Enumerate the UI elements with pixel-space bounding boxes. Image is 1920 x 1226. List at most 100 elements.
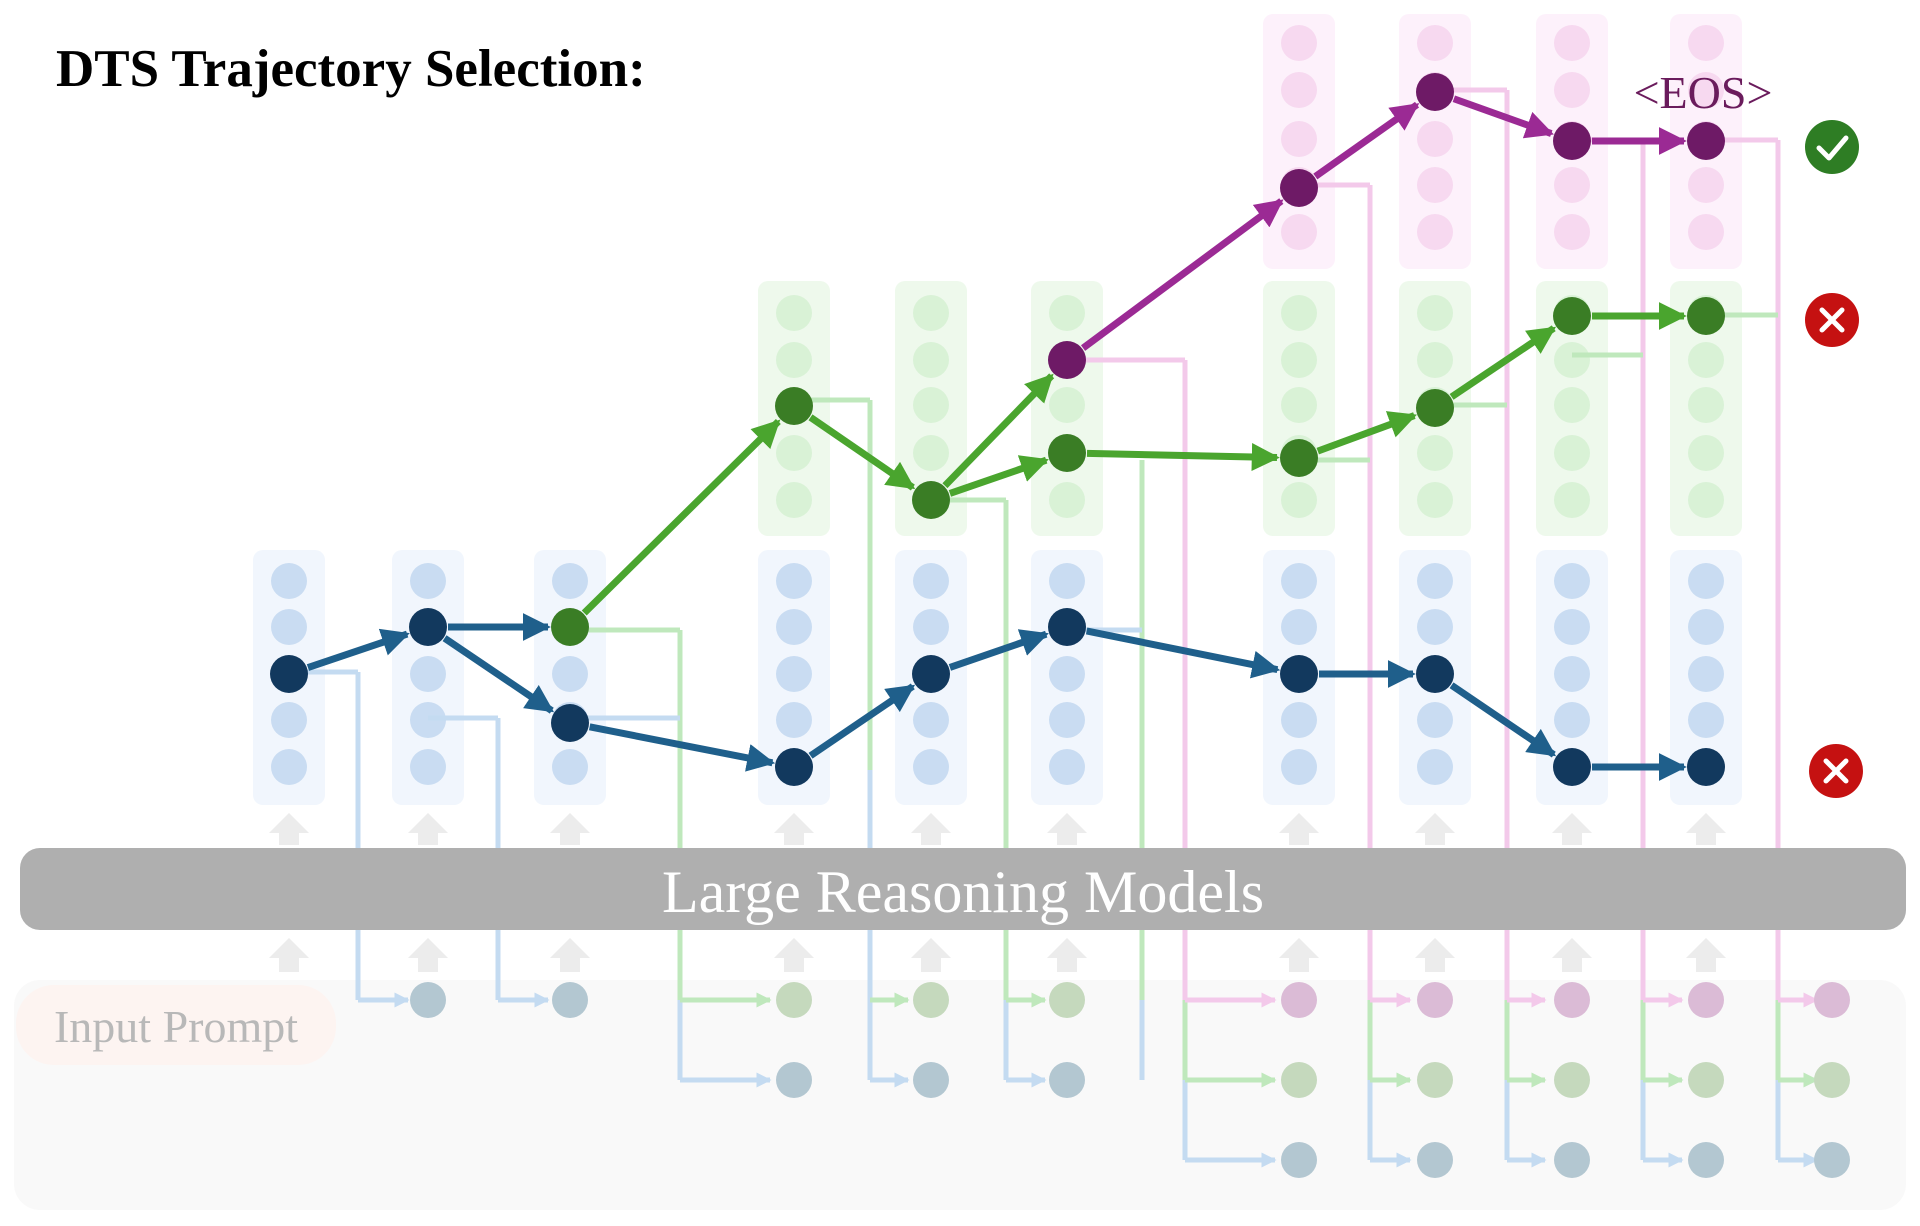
- token-node: [1554, 167, 1590, 203]
- trajectory-edge: [1080, 198, 1284, 351]
- token-node: [1281, 563, 1317, 599]
- up-arrow: [1279, 938, 1319, 972]
- trajectory-node: [775, 748, 813, 786]
- input-node: [1281, 1062, 1317, 1098]
- trajectory-node: [912, 655, 950, 693]
- input-node: [913, 1062, 949, 1098]
- token-node: [1688, 387, 1724, 423]
- input-node: [1688, 982, 1724, 1018]
- trajectory-node: [912, 481, 950, 519]
- token-node: [1417, 749, 1453, 785]
- up-arrow: [1279, 813, 1319, 845]
- token-node: [1688, 435, 1724, 471]
- token-node: [1049, 656, 1085, 692]
- up-arrow: [774, 813, 814, 845]
- input-node: [1554, 982, 1590, 1018]
- token-node: [1281, 749, 1317, 785]
- trajectory-node: [1048, 341, 1086, 379]
- token-node: [1281, 609, 1317, 645]
- input-node: [1281, 982, 1317, 1018]
- input-node: [1554, 1142, 1590, 1178]
- trajectory-node: [1416, 73, 1454, 111]
- input-node: [1554, 1062, 1590, 1098]
- token-node: [1417, 214, 1453, 250]
- trajectory-node: [551, 608, 589, 646]
- trajectory-node: [551, 704, 589, 742]
- token-node: [776, 609, 812, 645]
- token-node: [1417, 609, 1453, 645]
- token-node: [552, 563, 588, 599]
- up-arrow: [408, 938, 448, 972]
- up-arrow: [1047, 813, 1087, 845]
- token-node: [913, 387, 949, 423]
- token-node: [1688, 214, 1724, 250]
- input-node: [1417, 982, 1453, 1018]
- token-node: [1554, 609, 1590, 645]
- token-node: [1554, 656, 1590, 692]
- token-node: [776, 435, 812, 471]
- input-node: [1049, 982, 1085, 1018]
- input-node: [552, 982, 588, 1018]
- up-arrow: [1415, 813, 1455, 845]
- token-node: [1417, 167, 1453, 203]
- input-node: [1814, 1062, 1850, 1098]
- trajectory-node: [1416, 655, 1454, 693]
- up-arrow: [1415, 938, 1455, 972]
- token-node: [776, 702, 812, 738]
- token-node: [410, 563, 446, 599]
- token-node: [1554, 72, 1590, 108]
- up-arrow: [911, 813, 951, 845]
- trajectory-node: [775, 387, 813, 425]
- input-node: [776, 982, 812, 1018]
- token-node: [1417, 435, 1453, 471]
- token-node: [1554, 482, 1590, 518]
- token-node: [1688, 342, 1724, 378]
- up-arrow: [269, 938, 309, 972]
- model-bar: [20, 848, 1906, 930]
- token-node: [271, 609, 307, 645]
- token-node: [1281, 214, 1317, 250]
- trajectory-node: [1280, 169, 1318, 207]
- input-node: [410, 982, 446, 1018]
- up-arrow: [1552, 813, 1592, 845]
- token-node: [1049, 295, 1085, 331]
- token-node: [776, 482, 812, 518]
- up-arrow: [269, 813, 309, 845]
- token-node: [410, 749, 446, 785]
- trajectory-node: [1048, 608, 1086, 646]
- token-node: [1417, 342, 1453, 378]
- token-node: [1049, 482, 1085, 518]
- input-prompt-box: [16, 985, 336, 1065]
- trajectory-node: [1687, 122, 1725, 160]
- trajectory-node: [1553, 297, 1591, 335]
- trajectory-node: [409, 608, 447, 646]
- trajectory-edge: [808, 683, 916, 759]
- up-arrow: [911, 938, 951, 972]
- token-node: [1554, 702, 1590, 738]
- trajectory-edge: [1085, 627, 1281, 679]
- trajectory-edge: [1449, 325, 1557, 400]
- trajectory-edge: [442, 635, 555, 714]
- token-node: [1049, 387, 1085, 423]
- trajectory-edge: [581, 418, 781, 616]
- up-arrow: [1552, 938, 1592, 972]
- token-node: [1554, 342, 1590, 378]
- token-node: [913, 342, 949, 378]
- token-node: [1688, 702, 1724, 738]
- token-node: [1688, 656, 1724, 692]
- input-node: [913, 982, 949, 1018]
- diagram-title: DTS Trajectory Selection:: [56, 40, 646, 98]
- token-node: [1688, 72, 1724, 108]
- token-node: [1049, 749, 1085, 785]
- token-node: [1417, 121, 1453, 157]
- input-node: [776, 1062, 812, 1098]
- token-node: [1554, 25, 1590, 61]
- token-node: [271, 749, 307, 785]
- up-arrow: [774, 938, 814, 972]
- check-icon: [1805, 120, 1859, 174]
- trajectory-node: [1416, 389, 1454, 427]
- trajectory-node: [1687, 297, 1725, 335]
- up-arrow: [550, 938, 590, 972]
- eos-label: <EOS>: [1634, 67, 1773, 118]
